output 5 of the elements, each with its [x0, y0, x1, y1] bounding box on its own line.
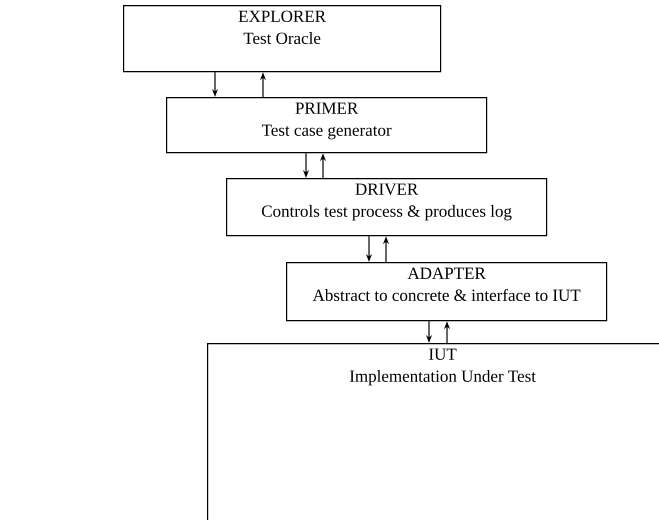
process-box: ADAPTER Abstract to concrete & interface to IUT [286, 262, 608, 322]
process-box: PRIMER Test case generator [166, 97, 488, 154]
process-box: DRIVER Controls test process & produces log [226, 178, 548, 236]
process-box: EXPLORER Test Oracle [123, 5, 442, 72]
process-box: IUT Implementation Under Test [207, 343, 659, 520]
